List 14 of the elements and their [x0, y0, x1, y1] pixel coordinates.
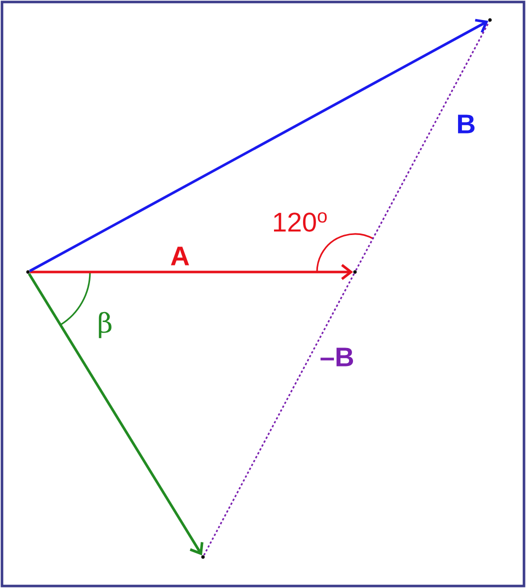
dotted-line: [203, 273, 355, 556]
vector-label: B: [458, 114, 475, 134]
dotted-line: [355, 21, 490, 271]
vector-endpoint: [488, 18, 492, 22]
vector-endpoint: [353, 270, 357, 274]
vector-arrow: [29, 18, 488, 272]
vector-label: –B: [320, 348, 354, 366]
angle-label: 120$^{o}$: [274, 212, 327, 232]
angle-label: β: [98, 312, 112, 338]
vector-endpoint: [26, 270, 30, 274]
vector-arrow: [30, 264, 354, 280]
vector-endpoint: [201, 555, 205, 559]
vector-arrow: [28, 272, 204, 556]
vector-label: A: [170, 246, 190, 266]
